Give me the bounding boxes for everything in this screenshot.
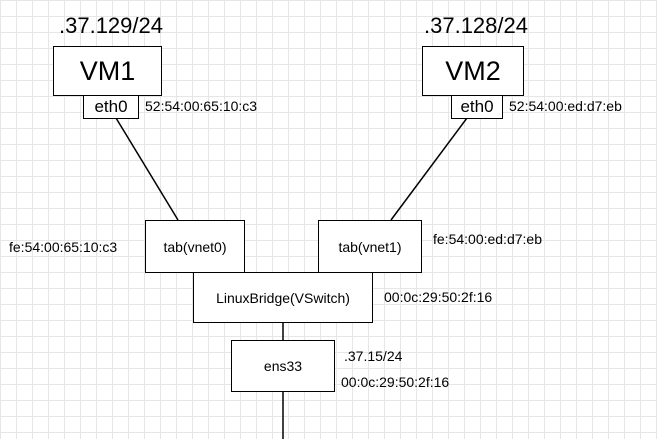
vm1-eth0-box: eth0 — [83, 95, 139, 119]
vm1-box: VM1 — [53, 46, 162, 96]
tap1-mac-label: fe:54:00:ed:d7:eb — [433, 231, 542, 247]
bridge-mac-label: 00:0c:29:50:2f:16 — [384, 289, 493, 305]
tap0-label: tab(vnet0) — [163, 238, 227, 255]
tap1-label: tab(vnet1) — [338, 238, 402, 255]
vm1-name: VM1 — [79, 55, 136, 86]
ens33-label: ens33 — [263, 358, 303, 374]
vm1-eth0-label: eth0 — [94, 97, 128, 116]
vm1-mac-label: 52:54:00:65:10:c3 — [145, 98, 258, 114]
bridge-label: LinuxBridge(VSwitch) — [216, 289, 350, 306]
bridge-box: LinuxBridge(VSwitch) — [193, 272, 373, 323]
vm2-mac-label: 52:54:00:ed:d7:eb — [509, 98, 622, 114]
vm2-eth0-box: eth0 — [451, 95, 503, 119]
ens33-box: ens33 — [231, 340, 335, 392]
tap0-box: tab(vnet0) — [145, 220, 245, 273]
vm2-eth0-label: eth0 — [460, 97, 494, 116]
vm1-ip-label: .37.129/24 — [59, 13, 163, 38]
vm2-box: VM2 — [422, 46, 524, 96]
ens33-mac-label: 00:0c:29:50:2f:16 — [341, 374, 450, 390]
link-vm2-tap1 — [390, 117, 468, 221]
vm2-ip-label: .37.128/24 — [424, 13, 528, 38]
ens33-ip-label: .37.15/24 — [344, 348, 403, 364]
tap1-box: tab(vnet1) — [318, 220, 422, 273]
link-vm1-tap0 — [115, 117, 179, 221]
tap0-mac-label: fe:54:00:65:10:c3 — [9, 239, 118, 255]
vm2-name: VM2 — [445, 55, 501, 86]
